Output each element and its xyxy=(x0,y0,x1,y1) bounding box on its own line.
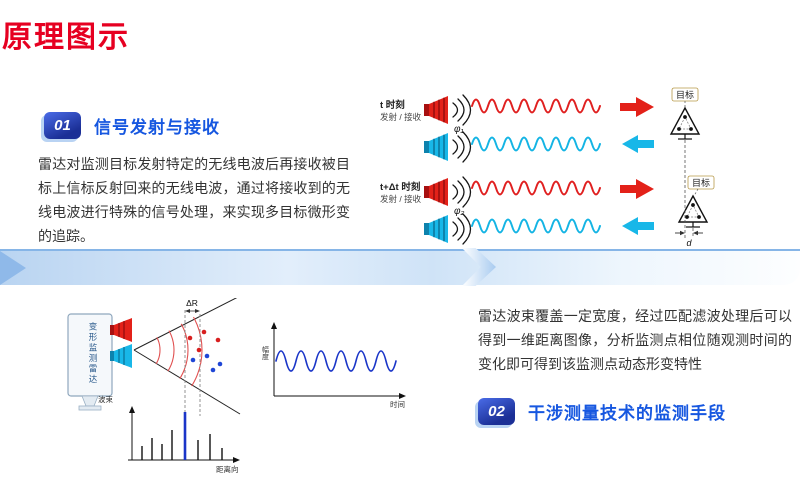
displacement-measure: d xyxy=(675,140,703,248)
transmit-horn-icon xyxy=(424,176,472,208)
target-2: 目标 xyxy=(677,175,715,228)
target-1: 目标 xyxy=(669,87,701,140)
radar-transmit-horn-icon xyxy=(110,318,132,342)
monitor-points xyxy=(187,329,223,373)
section-1-body: 雷达对监测目标发射特定的无线电波后再接收被目标上信标反射回来的无线电波，通过将接… xyxy=(38,156,350,245)
target-1-label: 目标 xyxy=(676,89,694,100)
delta-r-label: ΔR xyxy=(186,298,198,308)
phase-2-label: φ₂ xyxy=(454,206,465,217)
section-2-header: 02 干涉测量技术的监测手段 xyxy=(478,398,726,425)
receive-arrow-icon xyxy=(622,217,654,235)
target-1-triangle-icon xyxy=(669,106,701,135)
section-1-heading: 信号发射与接收 xyxy=(94,118,220,137)
section-2-badge: 02 xyxy=(478,398,515,425)
beam-label: 波束 xyxy=(98,394,113,404)
receive-wave xyxy=(471,218,601,234)
range-profile-chart: 距离向 xyxy=(128,406,240,474)
section-2-body: 雷达波束覆盖一定宽度，经过匹配滤波处理后可以得到一维距离图像，分析监测点相位随观… xyxy=(478,308,792,373)
section-1-header: 01 信号发射与接收 xyxy=(44,112,220,139)
time-t-mode-label: 发射 / 接收 xyxy=(380,112,422,122)
transmit-wave xyxy=(471,98,601,114)
receive-wave xyxy=(471,136,601,152)
transmit-arrow-icon xyxy=(620,97,654,117)
time-axis-label: 时间 xyxy=(390,399,405,409)
receive-arrow-icon xyxy=(622,135,654,153)
transmit-wave xyxy=(471,180,601,196)
amplitude-axis-label: 幅度 xyxy=(262,345,270,361)
range-axis-label: 距离向 xyxy=(216,464,239,474)
radar-beam-diagram: 变形监测雷达 波束 xyxy=(67,298,406,474)
receive-horn-icon xyxy=(424,213,472,245)
time-t-label: t 时刻 xyxy=(380,99,405,111)
receive-horn-icon xyxy=(424,131,472,163)
target-2-triangle-icon xyxy=(677,194,709,223)
delta-r-measure: ΔR xyxy=(184,298,201,416)
signal-transmit-receive-diagram: t 时刻 发射 / 接收 φ₁ xyxy=(380,87,715,248)
phase-waveform-chart: 幅度 时间 xyxy=(262,322,406,409)
page-title: 原理图示 xyxy=(2,21,130,54)
target-2-label: 目标 xyxy=(692,177,710,188)
section-2-heading: 干涉测量技术的监测手段 xyxy=(528,404,726,423)
distance-d-label: d xyxy=(686,238,692,248)
phase-waveform xyxy=(275,350,397,372)
time-t-delta-mode-label: 发射 / 接收 xyxy=(380,194,422,204)
radar-receive-horn-icon xyxy=(110,344,132,368)
divider-band-fill xyxy=(0,249,800,285)
phase-1-label: φ₁ xyxy=(454,124,464,135)
divider-band xyxy=(0,248,800,286)
beam-cone xyxy=(133,298,241,419)
time-t-delta-label: t+Δt 时刻 xyxy=(380,181,420,193)
radar-device-label: 变形监测雷达 xyxy=(88,321,98,385)
time-t-delta-group: t+Δt 时刻 发射 / 接收 φ₂ xyxy=(380,176,654,245)
transmit-arrow-icon xyxy=(620,179,654,199)
transmit-horn-icon xyxy=(424,94,472,126)
section-1-badge: 01 xyxy=(44,112,81,139)
beam-wavefront-arcs xyxy=(134,298,203,419)
time-t-group: t 时刻 发射 / 接收 φ₁ xyxy=(380,94,654,163)
